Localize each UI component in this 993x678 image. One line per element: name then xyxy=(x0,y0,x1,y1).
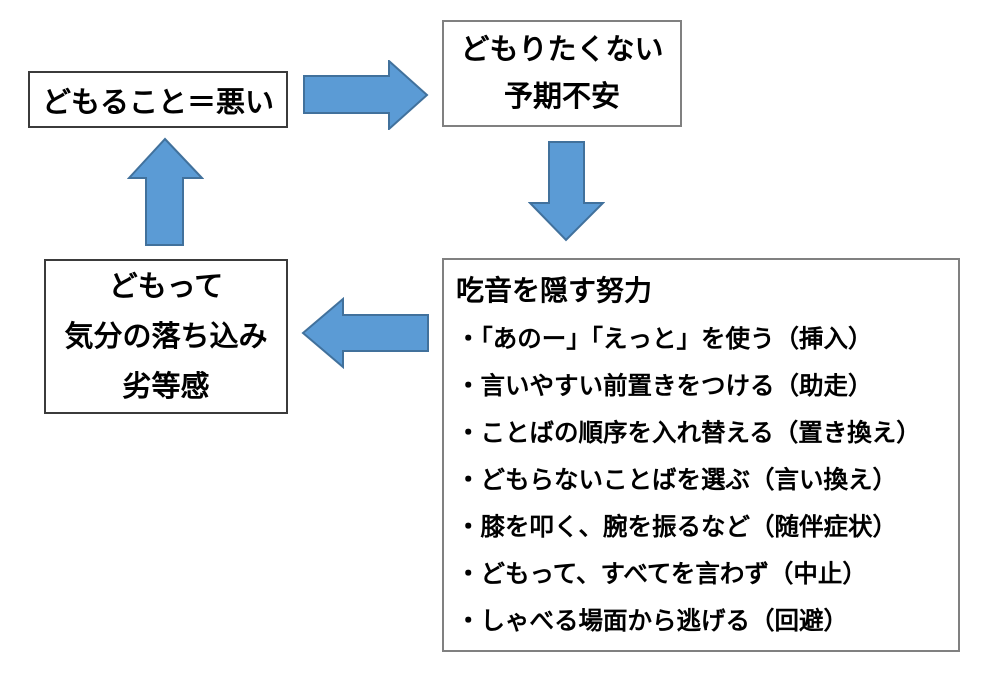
arrow-up-icon xyxy=(127,137,204,246)
effort-item-avoidance: ・しゃべる場面から逃げる（回避） xyxy=(456,608,848,635)
effort-item-reorder: ・ことばの順序を入れ替える（置き換え） xyxy=(456,420,921,447)
box-hiding-efforts-title: 吃音を隠す努力 xyxy=(456,275,653,306)
box-stuttering-is-bad: どもること＝悪い xyxy=(28,71,288,128)
box-anticipatory-anxiety-line1: どもりたくない xyxy=(460,33,664,66)
box-depression-line3: 劣等感 xyxy=(122,370,210,403)
box-hiding-efforts: 吃音を隠す努力 ・「あのー」「えっと」を使う（挿入） ・言いやすい前置きをつける… xyxy=(442,258,960,652)
arrow-down-icon xyxy=(528,141,605,242)
effort-item-accompanying-symptom: ・膝を叩く、腕を振るなど（随伴症状） xyxy=(456,514,897,541)
effort-item-word-choice: ・どもらないことばを選ぶ（言い換え） xyxy=(456,467,897,494)
box-anticipatory-anxiety-line2: 予期不安 xyxy=(503,80,620,113)
box-depression-line2: 気分の落ち込み xyxy=(64,320,268,353)
effort-item-insertion: ・「あのー」「えっと」を使う（挿入） xyxy=(456,326,873,353)
box-anticipatory-anxiety: どもりたくない 予期不安 xyxy=(442,20,682,127)
effort-item-stop: ・どもって、すべてを言わず（中止） xyxy=(456,561,867,588)
arrow-right-icon xyxy=(303,60,429,130)
arrow-left-icon xyxy=(301,297,429,369)
box-depression-inferiority: どもって 気分の落ち込み 劣等感 xyxy=(44,259,288,414)
box-depression-line1: どもって xyxy=(108,270,224,303)
effort-item-runup: ・言いやすい前置きをつける（助走） xyxy=(456,373,873,400)
box-stuttering-is-bad-label: どもること＝悪い xyxy=(41,86,274,119)
